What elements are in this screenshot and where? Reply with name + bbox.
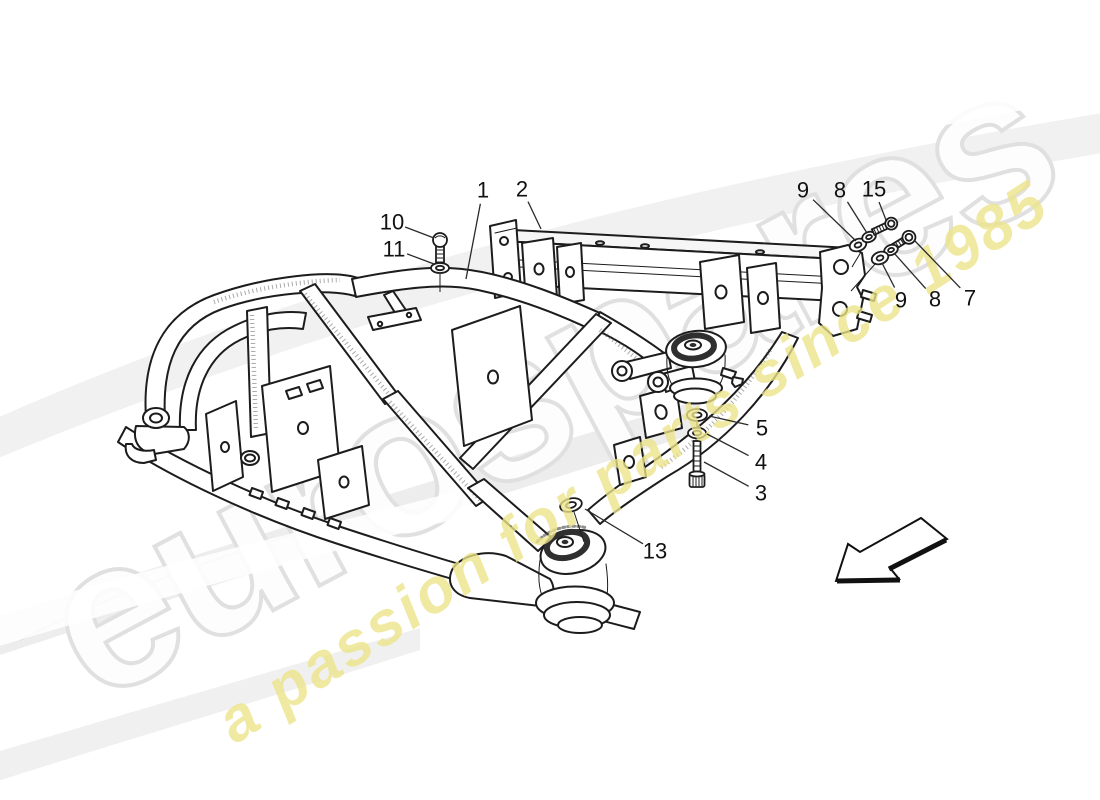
- part-callout-8-8: 8: [929, 287, 941, 312]
- bolt-15: [870, 216, 899, 236]
- callout-leader-10-2: [404, 226, 435, 239]
- callout-leader-11-3: [406, 253, 435, 265]
- part-callout-5-10: 5: [756, 416, 768, 441]
- callout-leader-1-0: [465, 203, 482, 280]
- part-callout-13-13: 13: [643, 539, 667, 564]
- part-callout-4-11: 4: [755, 450, 767, 475]
- hardware-layer: [430, 216, 917, 543]
- part-callout-9-7: 9: [895, 288, 907, 313]
- callout-leader-9-4: [812, 199, 857, 242]
- upper-mount-bushing: [611, 329, 744, 405]
- lower-mount-bushing: [449, 478, 615, 634]
- part-callout-3-12: 3: [755, 481, 767, 506]
- callout-leader-8-5: [846, 201, 868, 234]
- direction-arrow: [834, 516, 949, 584]
- washer-11: [430, 262, 450, 292]
- part-callout-7-9: 7: [964, 286, 976, 311]
- callout-leader-9-7: [881, 262, 896, 288]
- callout-leader-15-6: [878, 201, 887, 221]
- part-callout-2-1: 2: [516, 177, 528, 202]
- bolt-10: [432, 232, 448, 264]
- callout-leader-8-8: [893, 252, 927, 289]
- washer-13: [559, 497, 585, 543]
- rear-cross-beam: [489, 219, 877, 337]
- part-callout-15-6: 15: [862, 177, 886, 202]
- part-callout-9-4: 9: [797, 178, 809, 203]
- subframe-structure: [117, 266, 799, 630]
- bolt-3: [688, 440, 706, 488]
- part-callout-11-3: 11: [383, 237, 406, 262]
- callout-leader-2-1: [527, 201, 542, 230]
- part-callout-1-0: 1: [477, 178, 489, 203]
- callout-leader-13-13: [584, 508, 644, 545]
- callout-leader-4-11: [706, 433, 749, 457]
- callout-leader-3-12: [703, 461, 750, 487]
- part-callout-10-2: 10: [380, 210, 404, 235]
- callout-leader-7-9: [914, 240, 961, 289]
- part-callout-8-5: 8: [834, 178, 846, 203]
- washer-4: [687, 421, 707, 440]
- watermark-swooshes: [0, 60, 1100, 646]
- callout-leader-5-10: [708, 415, 749, 426]
